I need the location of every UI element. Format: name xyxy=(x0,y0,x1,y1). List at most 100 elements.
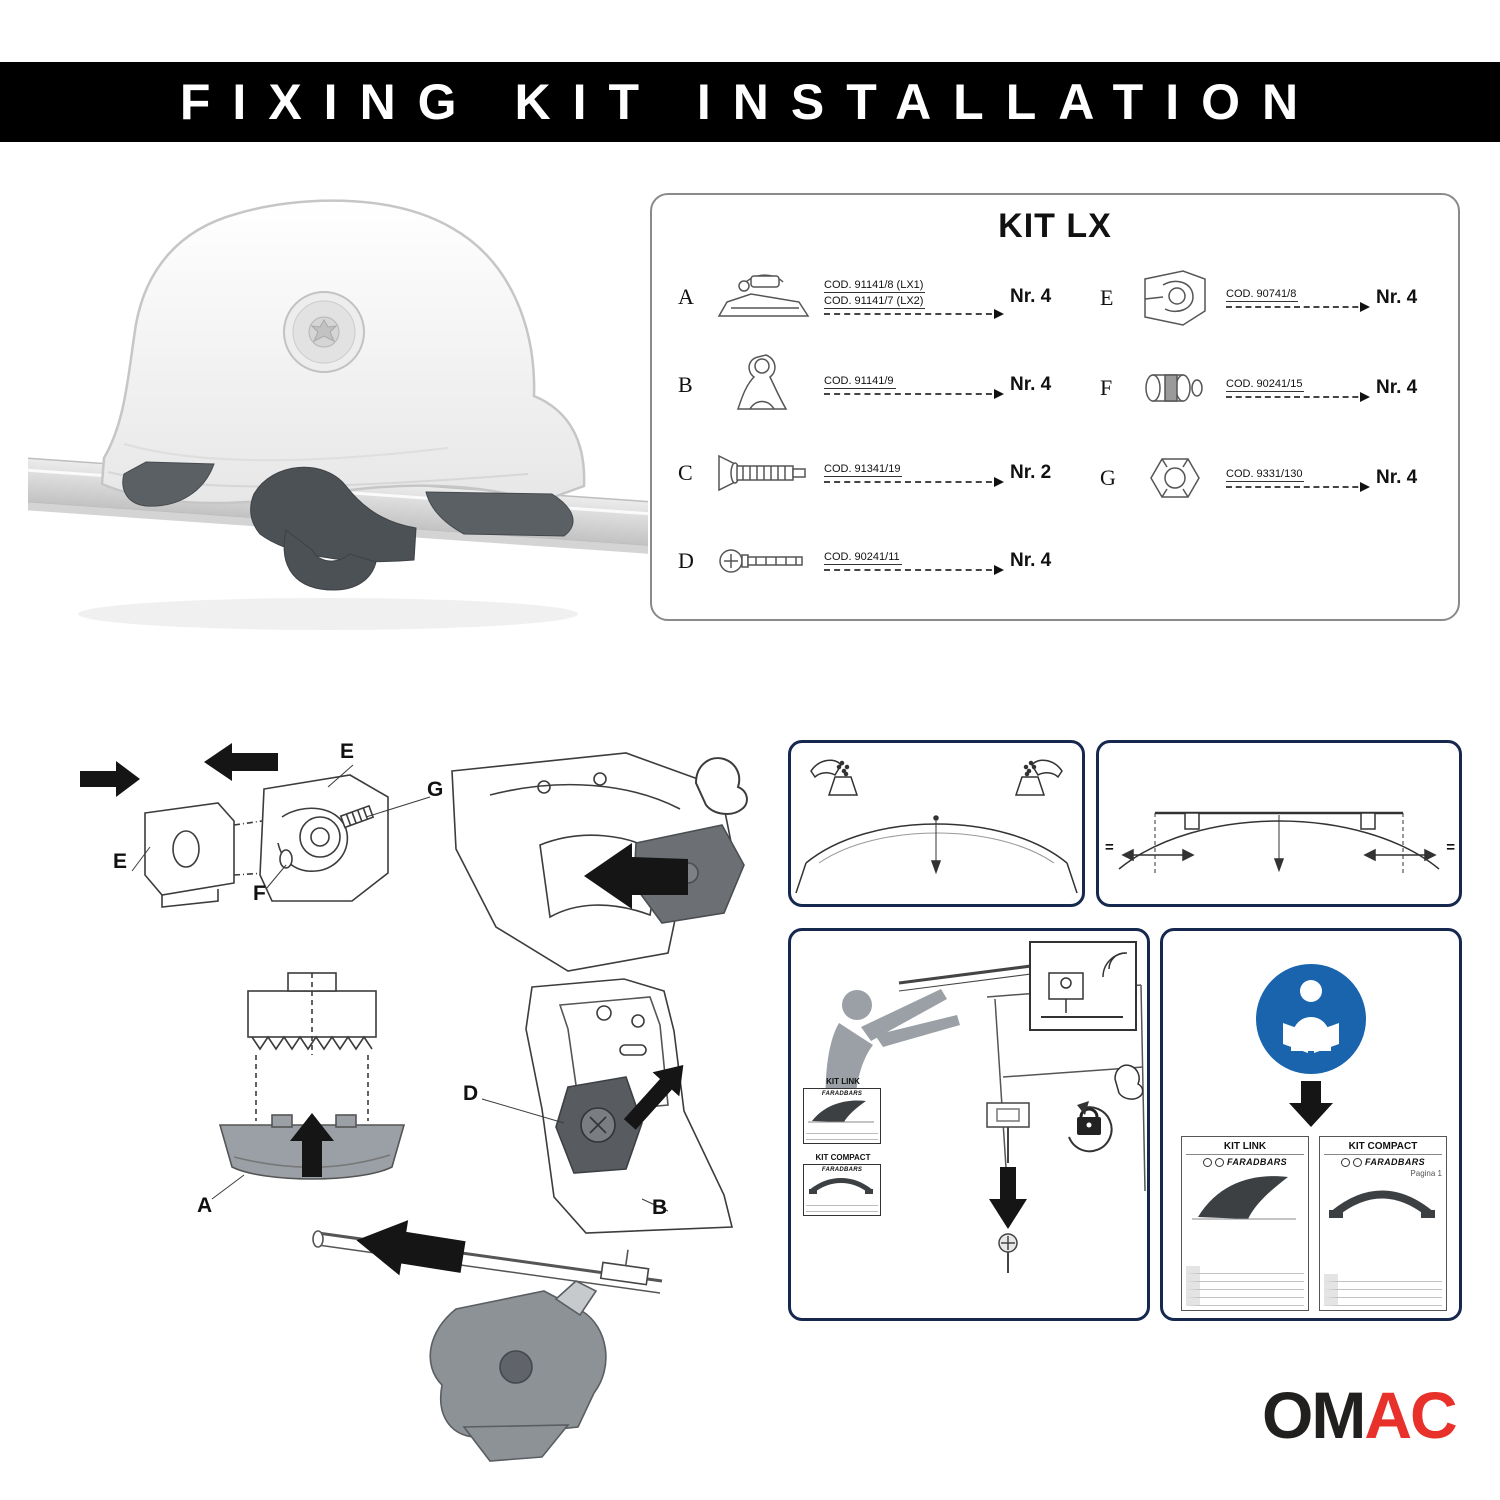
spec-table xyxy=(1324,1274,1442,1306)
arrow-line xyxy=(1226,482,1370,492)
part-e-qty: Nr. 4 xyxy=(1376,287,1418,308)
arrow-line xyxy=(824,477,1004,487)
kit-item-b: B COD. 91141/9 Nr. 4 xyxy=(678,341,1070,429)
faradbars-logo: FARADBARS xyxy=(1364,1157,1426,1167)
bar-arrow xyxy=(356,1220,466,1276)
roof-rack-foot-photo xyxy=(28,199,648,630)
kit-lx-box: KIT LX A COD. 91141/8 (LX1) C xyxy=(650,193,1460,621)
pagina-label: Pagina 1 xyxy=(1410,1169,1442,1178)
press-up-arrow xyxy=(290,1113,334,1177)
kit-item-a: A COD. 91141/8 (LX1) COD. 91141/7 (LX2) xyxy=(678,253,1070,341)
part-letter-a: A xyxy=(678,284,694,309)
exploded-clamp-diagram xyxy=(131,764,431,908)
kit-column-left: A COD. 91141/8 (LX1) COD. 91141/7 (LX2) xyxy=(678,253,1070,605)
installation-panel: KIT LINK FARADBARS KIT COMPACT FARADBARS xyxy=(788,928,1150,1321)
part-letter-d: D xyxy=(678,548,694,573)
page-title: FIXING KIT INSTALLATION xyxy=(179,74,1321,130)
spec-table xyxy=(1186,1266,1304,1306)
part-e-clamp-icon xyxy=(1132,265,1218,331)
part-b-connector: COD. 91141/9 xyxy=(824,375,1004,399)
faradbars-logo: FARADBARS xyxy=(1226,1157,1288,1167)
fin-product-image xyxy=(808,1100,874,1123)
assembly-diagrams xyxy=(80,743,748,1462)
brand-row: FARADBARS xyxy=(1324,1157,1442,1167)
label-b: B xyxy=(652,1196,668,1219)
arrow-line xyxy=(824,389,1004,399)
center-hook xyxy=(283,529,377,591)
slide-arrow-right-block xyxy=(204,743,278,781)
part-a-connector: COD. 91141/8 (LX1) COD. 91141/7 (LX2) xyxy=(824,279,1004,319)
omac-logo-red: AC xyxy=(1364,1378,1457,1452)
omac-logo-black: OM xyxy=(1262,1378,1366,1452)
kit-column-right: E COD. 90741/8 Nr. 4 xyxy=(1100,253,1436,523)
shadow xyxy=(78,598,578,630)
part-c-connector: COD. 91341/19 xyxy=(824,463,1004,487)
brand-row: FARADBARS xyxy=(1186,1157,1304,1167)
mini-kit-compact-card: FARADBARS xyxy=(803,1164,881,1216)
label-a: A xyxy=(197,1194,213,1217)
kit-compact-card: KIT COMPACT FARADBARS Pagina 1 xyxy=(1319,1136,1447,1311)
slide-arrow-left-block xyxy=(80,761,140,797)
label-e-top: E xyxy=(340,740,355,763)
part-c-screw-icon xyxy=(710,450,816,496)
part-g-nut-icon xyxy=(1132,453,1218,503)
equal-left: = xyxy=(1105,839,1114,856)
cover-slide-diagram xyxy=(451,752,748,972)
brand-dot-icon xyxy=(1352,1157,1362,1167)
part-c-qty: Nr. 2 xyxy=(1010,462,1052,483)
omac-logo: OMAC xyxy=(1262,1382,1458,1448)
left-claw xyxy=(122,461,215,507)
part-letter-g: G xyxy=(1100,465,1116,490)
label-f: F xyxy=(253,882,266,905)
label-g: G xyxy=(427,778,444,801)
part-g-connector: COD. 9331/130 xyxy=(1226,468,1370,492)
clamp-inset-drawing xyxy=(1041,952,1128,1018)
part-f-qty: Nr. 4 xyxy=(1376,377,1418,398)
brand-dot-icon xyxy=(1202,1157,1212,1167)
foot-clamp-diagram xyxy=(481,978,734,1234)
kit-item-d: D COD. 90241/11 Nr. 4 xyxy=(678,517,1070,605)
brand-dot-icon xyxy=(1214,1157,1224,1167)
torx-screw xyxy=(283,291,365,373)
mini-kit-link-card: FARADBARS xyxy=(803,1088,881,1144)
clamp-inset-box xyxy=(1029,941,1137,1031)
pad-diagram xyxy=(211,972,406,1200)
kit-link-title: KIT LINK xyxy=(1186,1141,1304,1155)
part-a-qty: Nr. 4 xyxy=(1010,286,1052,307)
part-letter-e: E xyxy=(1100,285,1114,310)
manual-panel: KIT LINK FARADBARS KIT COMPACT FARADBARS… xyxy=(1160,928,1462,1321)
right-claw xyxy=(425,491,574,537)
part-e-code: COD. 90741/8 xyxy=(1226,288,1299,302)
part-e-connector: COD. 90741/8 xyxy=(1226,288,1370,312)
part-g-qty: Nr. 4 xyxy=(1376,467,1418,488)
part-d-connector: COD. 90241/11 xyxy=(824,551,1004,575)
read-manual-sign xyxy=(1256,964,1366,1127)
arrow-line xyxy=(1226,392,1370,402)
part-letter-c: C xyxy=(678,460,693,485)
arrow-line xyxy=(824,565,1004,575)
clean-roof-panel xyxy=(788,740,1085,907)
equal-spacing-panel: = = xyxy=(1096,740,1462,907)
label-d: D xyxy=(463,1082,479,1105)
title-band: FIXING KIT INSTALLATION xyxy=(0,62,1500,142)
rotate-arrow xyxy=(623,1065,684,1130)
kit-item-f: F COD. 90241/15 Nr. 4 xyxy=(1100,343,1436,433)
bar-product-image xyxy=(809,1178,873,1194)
mini-kit-compact-caption: KIT COMPACT xyxy=(815,1153,871,1162)
kit-item-g: G COD. 9331/130 Nr. 4 xyxy=(1100,433,1436,523)
down-arrow-icon xyxy=(1289,1081,1333,1127)
label-e-left: E xyxy=(113,850,128,873)
kit-item-c: C COD. 91341/19 Nr. 2 xyxy=(678,429,1070,517)
part-letter-f: F xyxy=(1100,375,1113,400)
part-c-code: COD. 91341/19 xyxy=(824,463,903,477)
kit-compact-title: KIT COMPACT xyxy=(1324,1141,1442,1155)
fin-product-image xyxy=(1192,1176,1296,1220)
brand-dot-icon xyxy=(1340,1157,1350,1167)
faradbars-logo: FARADBARS xyxy=(821,1091,863,1097)
mini-kit-link-caption: KIT LINK xyxy=(826,1077,860,1086)
kit-item-e: E COD. 90741/8 Nr. 4 xyxy=(1100,253,1436,343)
insert-arrow xyxy=(584,843,688,909)
arrow-line xyxy=(1226,302,1370,312)
part-g-code: COD. 9331/130 xyxy=(1226,468,1305,482)
